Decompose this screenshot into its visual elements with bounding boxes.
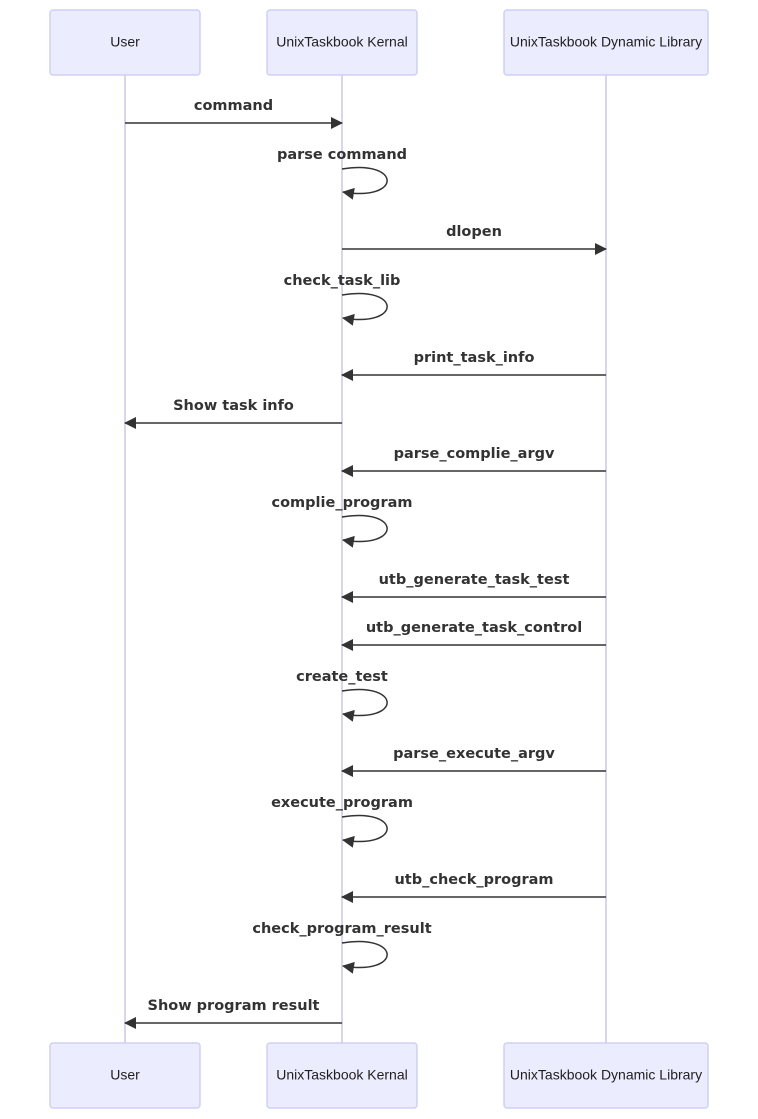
message-label: create_test	[296, 669, 388, 685]
message-label: execute_program	[271, 795, 413, 811]
message: Show program result	[124, 998, 342, 1029]
message: utb_generate_task_control	[341, 620, 606, 651]
self-message-arrow	[341, 814, 388, 848]
actor-dylib-top: UnixTaskbook Dynamic Library	[503, 9, 709, 76]
message: complie_program	[272, 495, 413, 548]
message: check_task_lib	[284, 273, 401, 326]
message: parse_complie_argv	[341, 446, 606, 477]
actor-label: UnixTaskbook Kernal	[276, 34, 408, 50]
message: check_program_result	[252, 921, 432, 974]
message: execute_program	[271, 795, 413, 848]
message: utb_generate_task_test	[341, 572, 606, 603]
message: dlopen	[342, 224, 607, 255]
actors-top: User UnixTaskbook Kernal UnixTaskbook Dy…	[49, 9, 709, 76]
actor-user-top: User	[49, 9, 201, 76]
actors-bottom: User UnixTaskbook Kernal UnixTaskbook Dy…	[49, 1042, 709, 1109]
message-label: check_program_result	[252, 921, 431, 937]
message: create_test	[296, 669, 388, 722]
actor-kernal-bottom: UnixTaskbook Kernal	[266, 1042, 418, 1109]
self-message-arrow	[341, 688, 388, 722]
message-label: dlopen	[446, 224, 502, 240]
message: print_task_info	[341, 350, 606, 381]
message-label: command	[194, 98, 273, 114]
actor-dylib-bottom: UnixTaskbook Dynamic Library	[503, 1042, 709, 1109]
message: utb_check_program	[341, 872, 606, 903]
actor-label: UnixTaskbook Kernal	[276, 1067, 408, 1083]
message-label: complie_program	[272, 495, 413, 511]
lifelines	[124, 75, 607, 1043]
message-label: print_task_info	[414, 350, 535, 366]
message-label: parse_execute_argv	[393, 746, 555, 762]
actor-kernal-top: UnixTaskbook Kernal	[266, 9, 418, 76]
message-label: Show program result	[148, 998, 320, 1014]
message-label: Show task info	[173, 398, 294, 414]
message-label: check_task_lib	[284, 273, 401, 289]
message-label: utb_generate_task_control	[366, 620, 582, 636]
actor-label: UnixTaskbook Dynamic Library	[510, 1067, 702, 1083]
message-label: utb_check_program	[394, 872, 553, 888]
actor-label: User	[110, 34, 140, 50]
message-label: utb_generate_task_test	[379, 572, 570, 588]
self-message-arrow	[341, 514, 388, 548]
message: parse command	[277, 147, 407, 200]
messages: command parse command dlopen check_task_lib…	[124, 98, 607, 1029]
self-message-arrow	[341, 940, 388, 974]
message: parse_execute_argv	[341, 746, 606, 777]
self-message-arrow	[341, 292, 388, 326]
actor-label: User	[110, 1067, 140, 1083]
message: Show task info	[124, 398, 342, 429]
message: command	[125, 98, 343, 129]
message-label: parse command	[277, 147, 407, 163]
self-message-arrow	[341, 166, 388, 200]
actor-label: UnixTaskbook Dynamic Library	[510, 34, 702, 50]
actor-user-bottom: User	[49, 1042, 201, 1109]
message-label: parse_complie_argv	[394, 446, 555, 462]
